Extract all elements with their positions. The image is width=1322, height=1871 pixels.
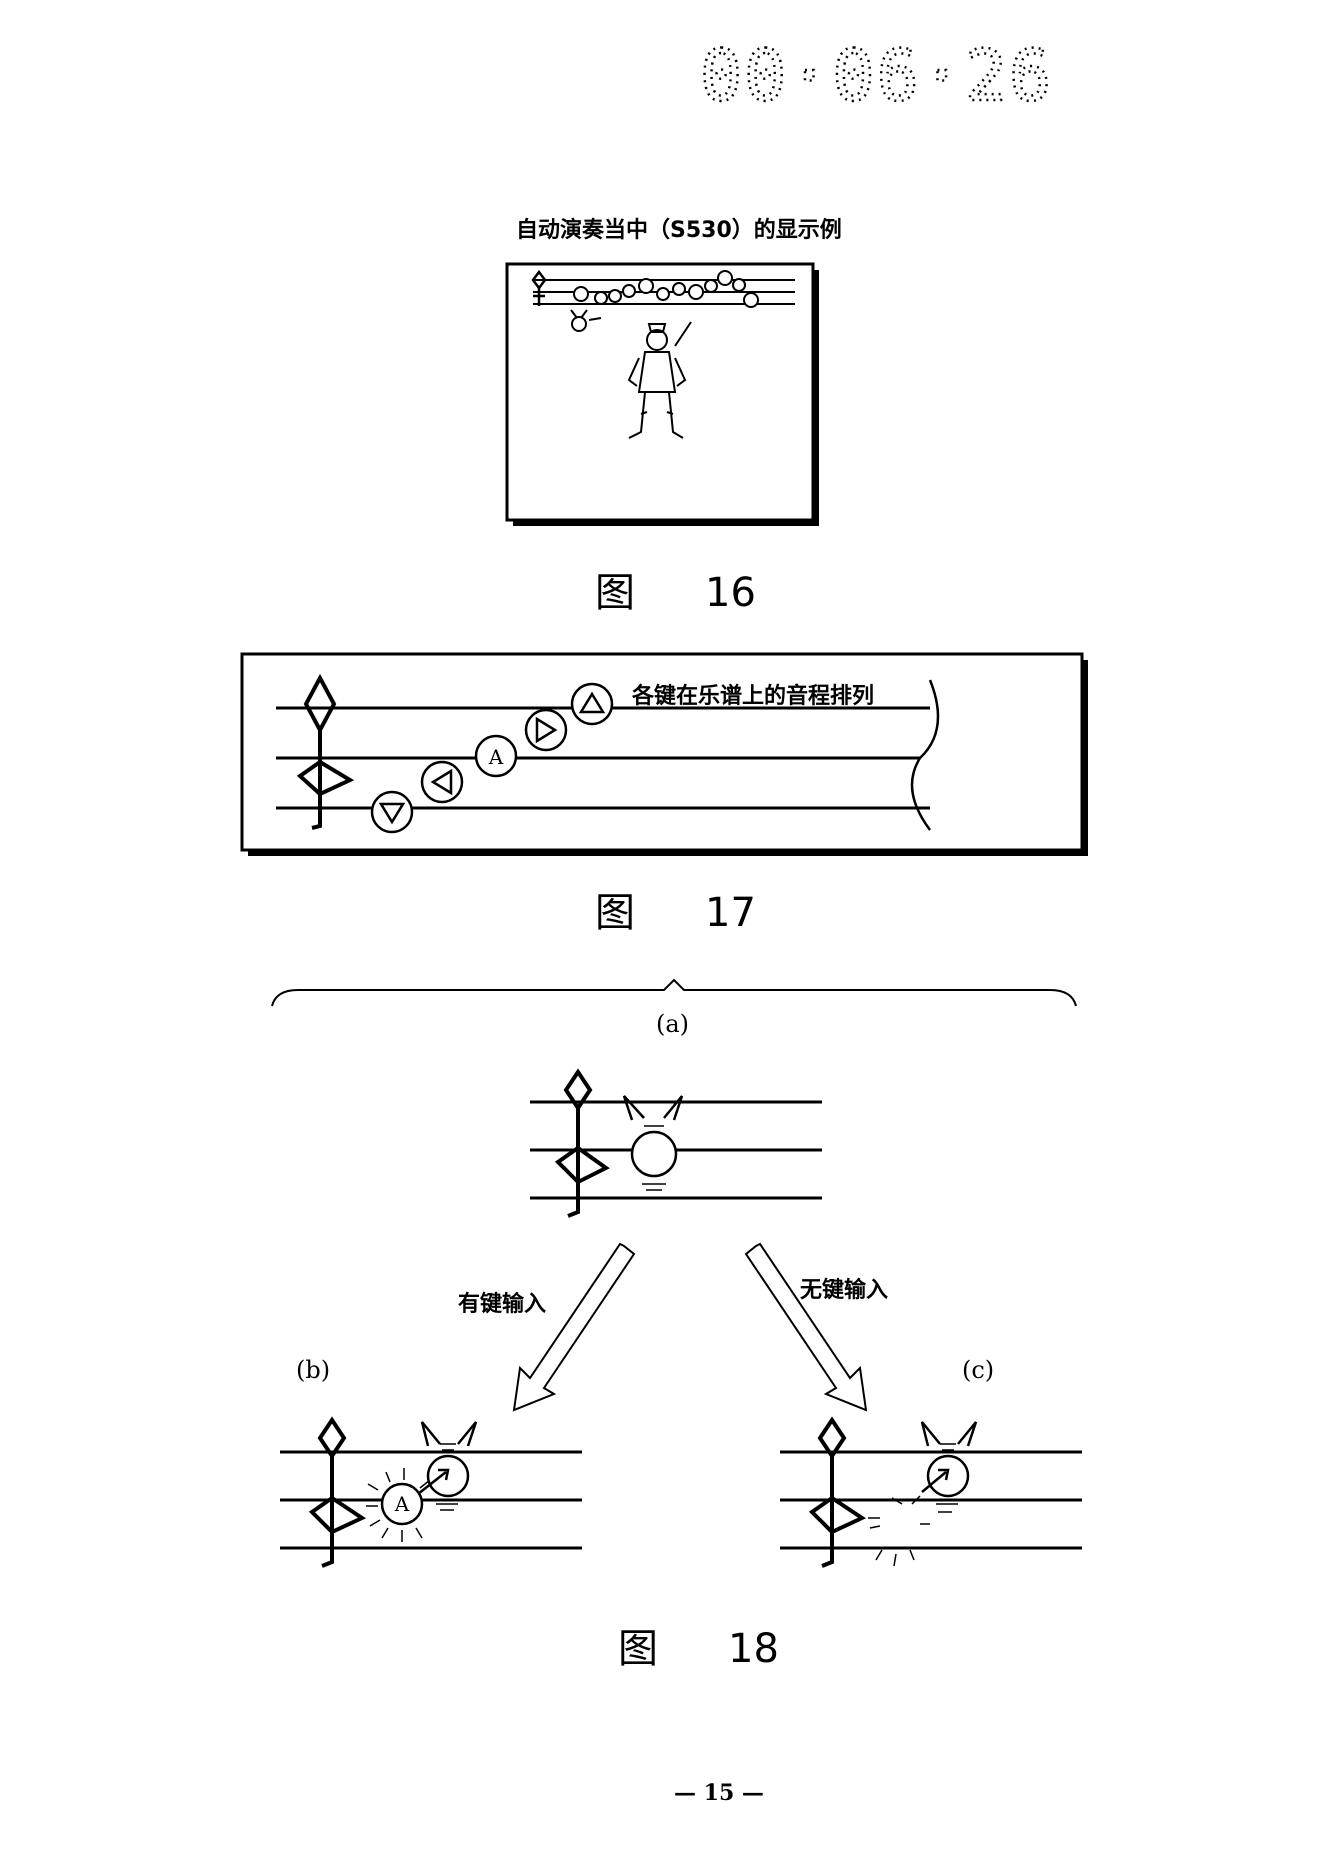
- fig17-clef-icon: [296, 673, 355, 830]
- fig16-dash: [588, 317, 602, 321]
- panel-b-note-a: [380, 1482, 424, 1526]
- right-arrow-icon: [744, 1242, 868, 1412]
- arrow-key-input: [500, 1240, 640, 1420]
- right-triangle-icon: [535, 716, 558, 744]
- left-triangle-icon: [430, 768, 453, 796]
- arrow-no-input: [740, 1240, 880, 1420]
- page-number: — 15 —: [674, 1780, 764, 1806]
- panel-c-ears-icon: [920, 1421, 978, 1447]
- panel-a-motion-lines: [642, 1125, 666, 1191]
- note-right: [524, 708, 568, 752]
- panel-a-ears-icon: [622, 1095, 684, 1121]
- panel-b-glow-rays: [366, 1468, 431, 1542]
- panel-b-staff: A: [270, 1400, 590, 1580]
- panel-b-label: (b): [296, 1356, 331, 1384]
- fig16-creature-ears-icon: [570, 309, 588, 319]
- panel-c-arrow-shaft: [921, 1471, 947, 1493]
- panel-b-arrow-shaft: [417, 1471, 447, 1495]
- fig17-staff-break: [910, 679, 940, 831]
- panel-a-note: [630, 1130, 678, 1178]
- figure17-annotation: 各键在乐谱上的音程排列: [632, 684, 875, 709]
- figure16-caption-number: 16: [705, 570, 756, 616]
- panel-b-drawing: A: [280, 1416, 582, 1568]
- note-down: [370, 790, 414, 834]
- fig16-character-icon: [627, 321, 692, 439]
- panel-b-clef-icon: [308, 1416, 367, 1568]
- panel-c-label: (c): [962, 1356, 995, 1384]
- fig17-note-glyphs: [378, 691, 606, 825]
- figure17-caption-number: 17: [705, 890, 756, 936]
- figure16-caption-prefix: 图: [595, 570, 635, 616]
- note-a: [474, 734, 518, 778]
- note-up: [570, 682, 614, 726]
- panel-c-clef-icon: [808, 1416, 867, 1568]
- panel-a-staff: [520, 1060, 830, 1230]
- panel-c-motion-lines: [936, 1443, 958, 1513]
- panel-b-motion-lines: [436, 1443, 458, 1511]
- panel-a-clef-icon: [554, 1068, 610, 1218]
- arrow-left-label: 有键输入: [458, 1292, 547, 1317]
- figure16-title: 自动演奏当中（S530）的显示例: [516, 218, 842, 243]
- up-triangle-icon: [578, 691, 606, 714]
- date-stamp-text: 00·06·26: [700, 38, 1053, 117]
- arrow-right-label: 无键输入: [800, 1278, 889, 1303]
- figure16-drawing: [505, 262, 819, 526]
- figure16-screen: [505, 262, 825, 532]
- fig16-clef-icon: [531, 269, 547, 306]
- figure17-panel: A 各键在乐谱上的音程排列: [240, 650, 1096, 862]
- fig17-note-a-label: A: [488, 745, 504, 769]
- panel-c-fading-rays: [868, 1495, 930, 1567]
- figure18-brace: [268, 976, 1080, 1016]
- figure18-caption: 图 18: [618, 1616, 779, 1674]
- panel-b-arrowhead-icon: [438, 1468, 450, 1481]
- date-stamp: 00·06·26: [699, 34, 1080, 119]
- panel-c-drawing: [780, 1416, 1082, 1568]
- fig16-notes: [571, 270, 759, 332]
- panel-b-ears-icon: [420, 1421, 478, 1447]
- panel-b-note-a-label: A: [394, 1492, 410, 1516]
- figure17-drawing: A: [240, 652, 1088, 856]
- down-triangle-icon: [378, 802, 406, 825]
- panel-a-label: (a): [656, 1010, 690, 1038]
- date-stamp-graphic: 00·06·26: [699, 34, 1053, 119]
- left-arrow-icon: [512, 1242, 636, 1412]
- panel-a-drawing: [530, 1068, 822, 1218]
- note-left: [420, 760, 464, 804]
- figure16-caption: 图 16: [595, 560, 756, 618]
- panel-c-staff: [770, 1400, 1090, 1580]
- figure17-caption: 图 17: [595, 880, 756, 938]
- figure18-caption-number: 18: [728, 1626, 779, 1672]
- panel-c-arrowhead-icon: [938, 1468, 950, 1481]
- figure18-caption-prefix: 图: [618, 1626, 658, 1672]
- figure17-caption-prefix: 图: [595, 890, 635, 936]
- brace-icon: [271, 978, 1077, 1007]
